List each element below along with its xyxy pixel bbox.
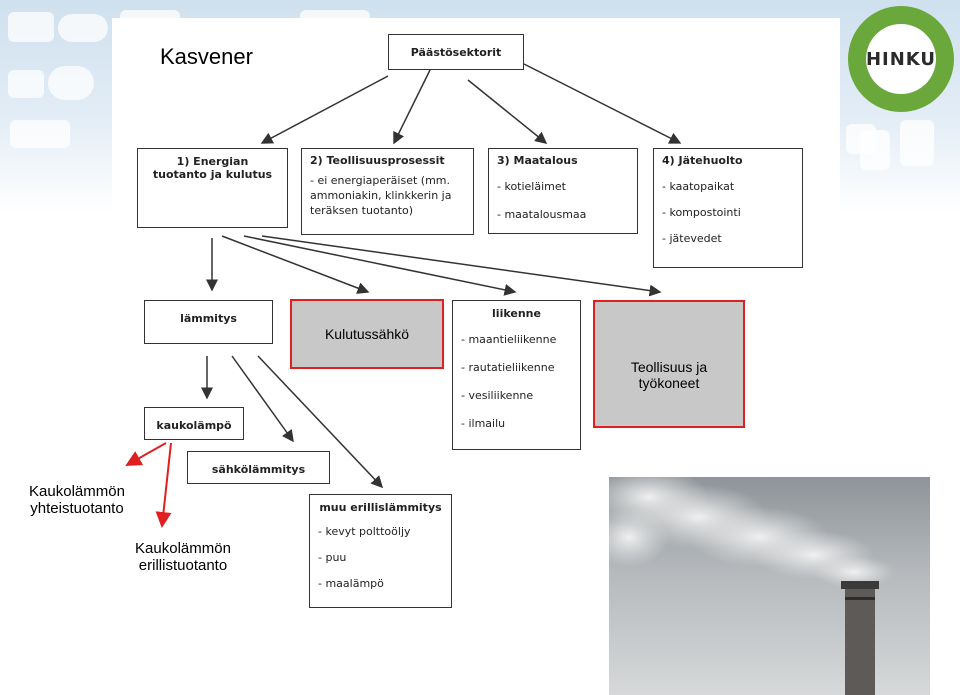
emission-sectors-box: Päästösektorit — [388, 34, 524, 70]
other-heating-item: - kevyt polttoöljy — [318, 525, 411, 538]
tree-icon — [900, 120, 934, 166]
bus-icon — [10, 120, 70, 148]
chimney-smoke-photo — [609, 477, 930, 695]
combined-production-label: Kaukolämmön yhteistuotanto — [12, 483, 142, 517]
sector-heading: 3) Maatalous — [497, 154, 578, 167]
industry-machinery-label: Teollisuus ja työkoneet — [630, 359, 708, 391]
boot-icon — [846, 124, 876, 154]
heating-label: lämmitys — [180, 312, 237, 325]
transport-heading: liikenne — [492, 307, 541, 320]
transport-item: - maantieliikenne — [461, 333, 557, 346]
slide-title: Kasvener — [160, 44, 253, 69]
other-heating-box: muu erillislämmitys - kevyt polttoöljy -… — [309, 494, 452, 608]
transport-box: liikenne - maantieliikenne - rautatielii… — [452, 300, 581, 450]
sector-item: - jätevedet — [662, 232, 722, 245]
transport-item: - ilmailu — [461, 417, 506, 430]
label-line: yhteistuotanto — [30, 500, 124, 517]
emission-sectors-label: Päästösektorit — [410, 45, 502, 59]
separate-production-label: Kaukolämmön erillistuotanto — [118, 540, 248, 574]
other-heating-item: - maalämpö — [318, 577, 384, 590]
consumption-electricity-label: Kulutussähkö — [324, 326, 410, 342]
hinku-logo-center: HINKU — [866, 24, 936, 94]
sector-box-energy: 1) Energian tuotanto ja kulutus — [137, 148, 288, 228]
heating-box: lämmitys — [144, 300, 273, 344]
bicycle-icon — [58, 14, 108, 42]
sector-heading: 2) Teollisuusprosessit — [310, 154, 445, 167]
hinku-logo-text: HINKU — [865, 48, 937, 70]
label-line: erillistuotanto — [138, 557, 228, 574]
transport-item: - rautatieliikenne — [461, 361, 555, 374]
chimney-illustration — [609, 477, 894, 695]
sector-box-agriculture: 3) Maatalous - kotieläimet - maatalousma… — [488, 148, 638, 234]
district-heating-label: kaukolämpö — [156, 419, 232, 432]
sector-heading: 4) Jätehuolto — [662, 154, 743, 167]
sector-item: - ei energiaperäiset (mm. ammoniakin, kl… — [310, 174, 452, 217]
label-line: Kaukolämmön — [29, 483, 125, 500]
sector-box-industry: 2) Teollisuusprosessit - ei energiaperäi… — [301, 148, 474, 235]
seal-icon — [48, 66, 94, 100]
consumption-electricity-box: Kulutussähkö — [290, 299, 444, 369]
transport-item: - vesiliikenne — [461, 389, 534, 402]
suitcase-icon — [8, 70, 44, 98]
other-heating-heading: muu erillislämmitys — [319, 501, 442, 514]
other-heating-item: - puu — [318, 551, 347, 564]
industry-machinery-box: Teollisuus ja työkoneet — [593, 300, 745, 428]
car-icon — [8, 12, 54, 42]
electric-heating-label: sähkölämmitys — [211, 463, 306, 476]
sector-heading: 1) Energian tuotanto ja kulutus — [152, 155, 273, 181]
sector-item: - kotieläimet — [497, 180, 566, 193]
label-line: Kaukolämmön — [135, 540, 231, 557]
sector-item: - kompostointi — [662, 206, 741, 219]
district-heating-box: kaukolämpö — [144, 407, 244, 440]
electric-heating-box: sähkölämmitys — [187, 451, 330, 484]
sector-box-waste: 4) Jätehuolto - kaatopaikat - kompostoin… — [653, 148, 803, 268]
sector-item: - kaatopaikat — [662, 180, 735, 193]
sector-item: - maatalousmaa — [497, 208, 587, 221]
